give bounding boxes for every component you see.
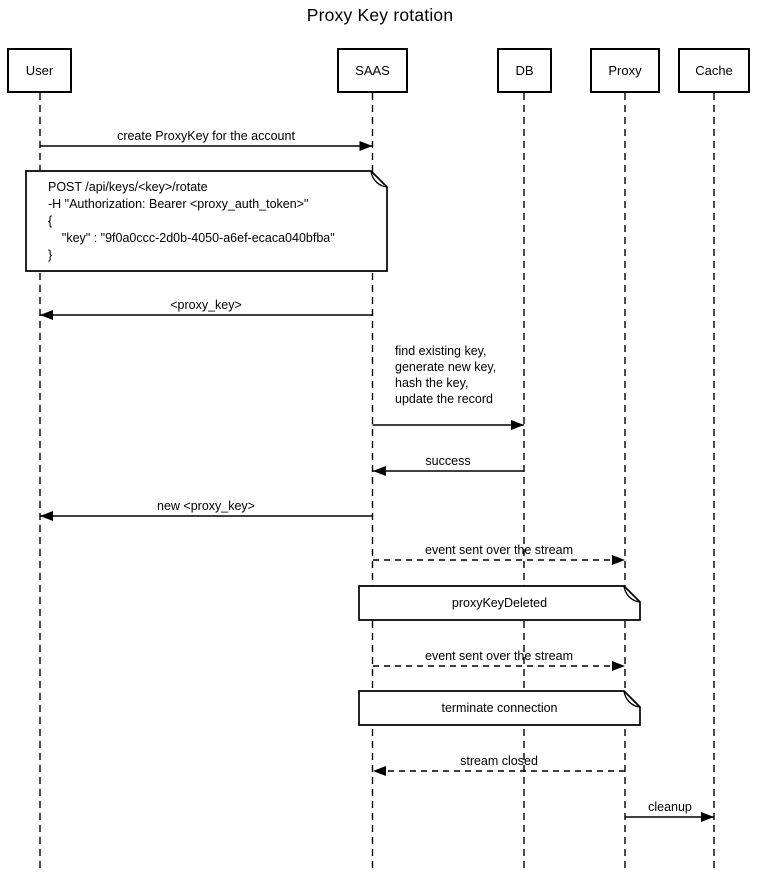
diagram-title: Proxy Key rotation — [306, 5, 454, 25]
message-label-event-stream-1: event sent over the stream — [425, 543, 573, 557]
note-fold-icon — [623, 585, 641, 603]
note-rotate-request-text: POST /api/keys/<key>/rotate -H "Authoriz… — [48, 180, 335, 262]
message-label-stream-closed: stream closed — [460, 754, 538, 768]
participant-db: DB — [497, 48, 552, 93]
participant-db-label: DB — [515, 63, 534, 78]
note-terminate-connection: terminate connection — [358, 690, 641, 726]
note-proxy-key-deleted-text: proxyKeyDeleted — [451, 596, 548, 610]
message-label-db-operations: find existing key, generate new key, has… — [395, 344, 497, 406]
message-label-proxy-key-return: <proxy_key> — [170, 298, 242, 312]
participant-user-label: User — [25, 63, 54, 78]
note-rotate-request: POST /api/keys/<key>/rotate -H "Authoriz… — [25, 170, 388, 272]
participant-cache: Cache — [678, 48, 750, 93]
note-terminate-connection-text: terminate connection — [441, 701, 558, 715]
participant-saas: SAAS — [337, 48, 408, 93]
note-fold-icon — [623, 690, 641, 708]
participant-proxy-label: Proxy — [608, 63, 642, 78]
message-label-create-proxykey: create ProxyKey for the account — [117, 129, 295, 143]
message-label-cleanup: cleanup — [648, 800, 692, 814]
message-label-success: success — [425, 454, 471, 468]
note-outline — [358, 690, 641, 726]
note-fold-icon — [370, 170, 388, 188]
message-label-event-stream-2: event sent over the stream — [425, 649, 573, 663]
message-label-new-proxy-key: new <proxy_key> — [157, 499, 255, 513]
note-proxy-key-deleted: proxyKeyDeleted — [358, 585, 641, 621]
participant-cache-label: Cache — [695, 63, 733, 78]
note-outline — [25, 170, 388, 272]
participant-saas-label: SAAS — [355, 63, 390, 78]
participant-user: User — [7, 48, 72, 93]
participant-proxy: Proxy — [590, 48, 660, 93]
note-outline — [358, 585, 641, 621]
